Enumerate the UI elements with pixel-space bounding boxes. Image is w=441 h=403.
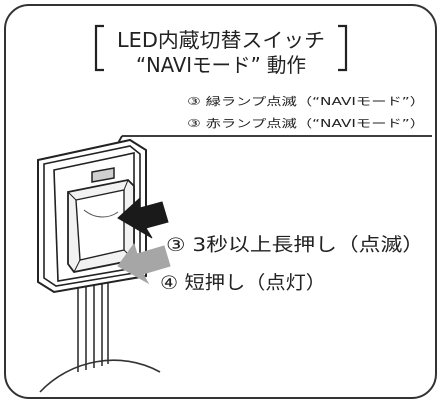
note-green-lamp: ③ 緑ランプ点滅（“NAVIモード”） [187, 94, 425, 108]
title-left-bracket [94, 24, 104, 72]
note-red-lamp: ③ 赤ランプ点滅（“NAVIモード”） [187, 117, 425, 130]
lamp-window [91, 167, 115, 183]
diagram-frame [4, 4, 437, 399]
long-press-arrow [117, 196, 169, 239]
title-right-bracket [338, 24, 348, 72]
step-long-press-label: ③ 3秒以上長押し（点滅） [166, 235, 424, 256]
short-press-arrow [117, 242, 171, 285]
title-line-2: “NAVIモード” 動作 [136, 53, 306, 77]
step-short-press-label: ④ 短押し（点灯） [160, 273, 326, 294]
switch-wires [39, 272, 161, 393]
push-button [67, 179, 135, 273]
title-line-1: LED内蔵切替スイッチ [117, 28, 325, 52]
